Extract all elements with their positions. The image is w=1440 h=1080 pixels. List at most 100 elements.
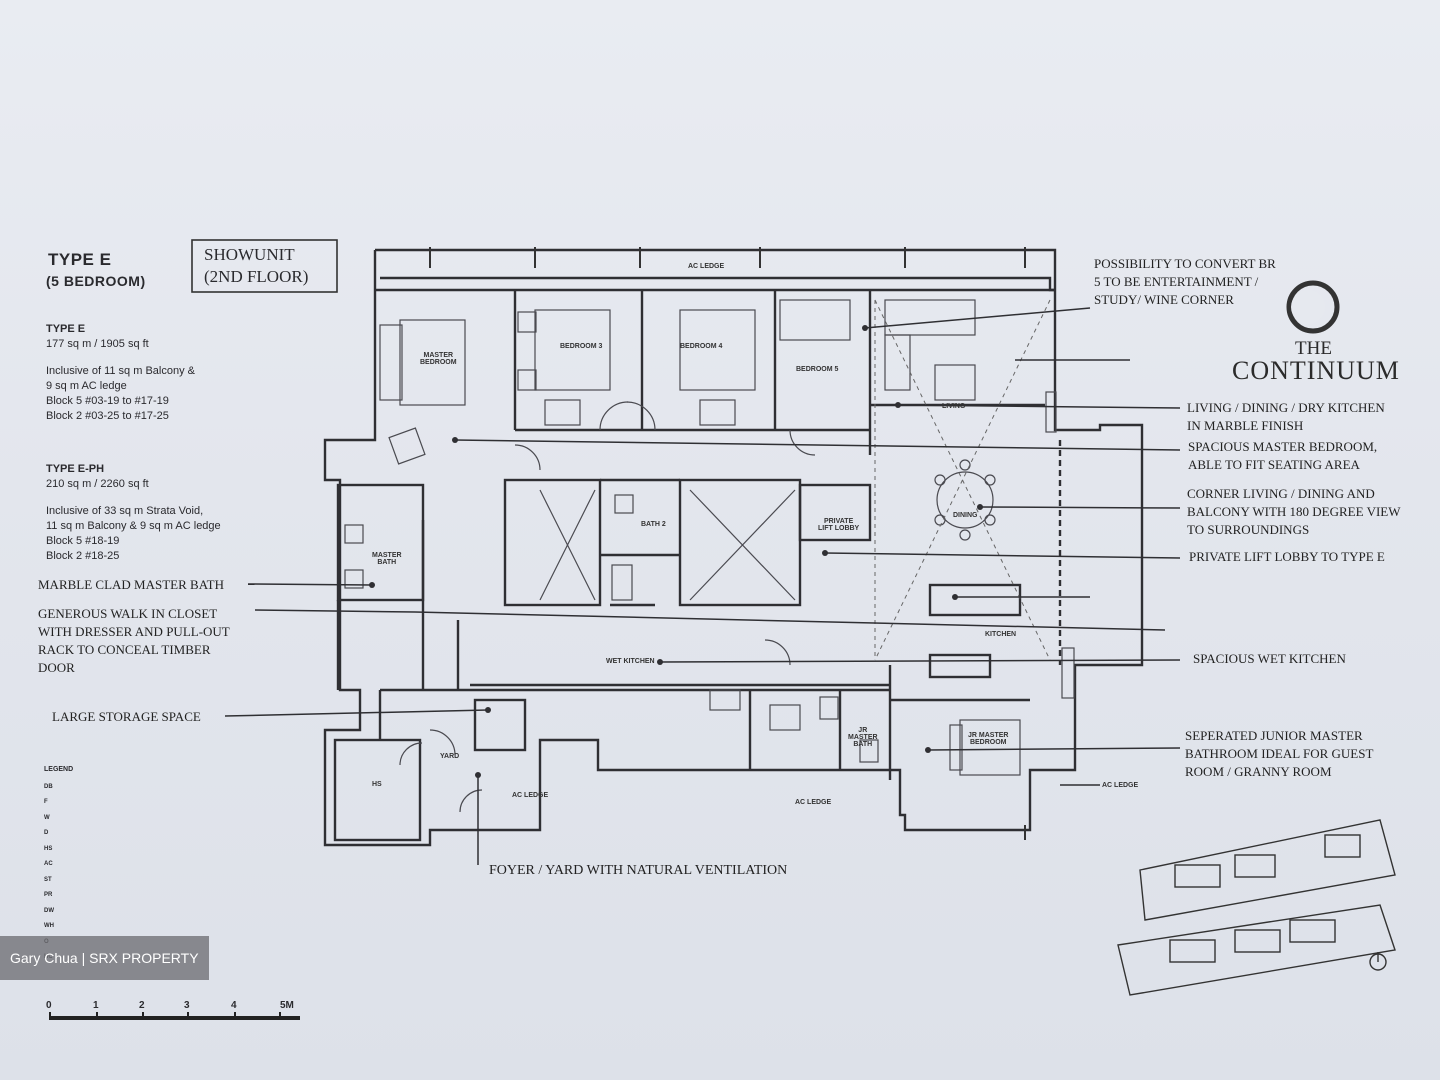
label-master-bath: MASTER BATH (372, 552, 402, 566)
legend-code: F (44, 799, 48, 806)
label-line: JR MASTER (968, 732, 1009, 739)
label-private-lift: PRIVATE LIFT LOBBY (818, 518, 859, 532)
legend-row: F (44, 795, 164, 811)
brand-name: CONTINUUM (1232, 356, 1400, 385)
spec-type-eph-area: 210 sq m / 2260 sq ft (46, 478, 149, 490)
legend-code: D (44, 830, 49, 837)
label-master-bedroom: MASTER BEDROOM (420, 352, 457, 366)
callout-line: BATHROOM IDEAL FOR GUEST (1185, 746, 1374, 761)
callout-line: 5 TO BE ENTERTAINMENT / (1094, 274, 1259, 289)
label-line: BEDROOM (420, 359, 457, 366)
strata-void-lines (874, 299, 1051, 661)
label-ac-ledge-right: AC LEDGE (1102, 782, 1139, 789)
legend-code: HS (44, 845, 53, 852)
callout-line: DOOR (38, 660, 75, 675)
label-kitchen: KITCHEN (985, 631, 1017, 638)
scale-tick: 5M (280, 1000, 294, 1011)
label-bedroom5: BEDROOM 5 (796, 366, 839, 373)
showunit-box (191, 239, 338, 293)
label-line: PRIVATE (823, 518, 854, 525)
watermark-badge: Gary Chua | SRX PROPERTY (0, 936, 209, 980)
spec-type-e-line: Block 5 #03-19 to #17-19 (46, 395, 169, 407)
callout-line: RACK TO CONCEAL TIMBER (38, 642, 211, 657)
label-hs: HS (372, 781, 382, 788)
spec-type-eph-line: 11 sq m Balcony & 9 sq m AC ledge (46, 520, 221, 532)
callout-line: BALCONY WITH 180 DEGREE VIEW (1187, 504, 1401, 519)
spec-type-eph-line: Block 2 #18-25 (46, 550, 120, 562)
callout-wet-kitchen: SPACIOUS WET KITCHEN (1193, 651, 1346, 666)
ac-ledge-ticks (429, 247, 1026, 840)
spec-type-e-title: TYPE E (46, 323, 86, 335)
label-line: MASTER (372, 552, 402, 559)
label-ac-ledge-bottom: AC LEDGE (512, 792, 549, 799)
label-line: JR (858, 727, 868, 734)
legend-row: AC (44, 857, 164, 873)
showunit-line2: (2ND FLOOR) (204, 267, 309, 286)
callout-line: IN MARBLE FINISH (1187, 418, 1304, 433)
leader-lines (224, 307, 1181, 865)
callout-private-lift: PRIVATE LIFT LOBBY TO TYPE E (1189, 549, 1385, 564)
spec-type-e-line: Block 2 #03-25 to #17-25 (46, 410, 169, 422)
brand-the: THE (1295, 338, 1332, 359)
label-bedroom4: BEDROOM 4 (680, 343, 723, 350)
outer-walls (323, 248, 1144, 847)
callout-line: LIVING / DINING / DRY KITCHEN (1187, 400, 1385, 415)
scale-tick: 3 (184, 1000, 190, 1011)
spec-type-e-line: 9 sq m AC ledge (46, 380, 127, 392)
callout-possibility: POSSIBILITY TO CONVERT BR 5 TO BE ENTERT… (1094, 255, 1276, 309)
callout-junior-master: SEPERATED JUNIOR MASTER BATHROOM IDEAL F… (1185, 727, 1373, 781)
scale-tick: 1 (93, 1000, 99, 1011)
legend-row: HS (44, 841, 164, 857)
callout-storage: LARGE STORAGE SPACE (52, 709, 201, 724)
leader-dots (369, 325, 983, 778)
legend-row: W (44, 810, 164, 826)
label-living: LIVING (942, 403, 966, 410)
callout-living: LIVING / DINING / DRY KITCHEN IN MARBLE … (1187, 399, 1385, 435)
site-keyplan (1117, 819, 1396, 996)
spec-type-eph-line: Block 5 #18-19 (46, 535, 120, 547)
label-jr-bedroom: JR MASTER BEDROOM (968, 732, 1008, 746)
label-wet-kitchen: WET KITCHEN (606, 658, 655, 665)
callout-line: WITH DRESSER AND PULL-OUT (38, 624, 230, 639)
callout-master-bath: MARBLE CLAD MASTER BATH (38, 577, 224, 592)
spec-type-e-line: Inclusive of 11 sq m Balcony & (46, 365, 195, 377)
label-line: BATH (853, 741, 873, 748)
label-ac-ledge-mid: AC LEDGE (795, 799, 832, 806)
label-line: MASTER (848, 734, 878, 741)
spec-type-e-area: 177 sq m / 1905 sq ft (46, 338, 149, 350)
label-line: BATH (377, 559, 397, 566)
callout-walk-in-closet: GENEROUS WALK IN CLOSET WITH DRESSER AND… (38, 605, 230, 677)
plan-type-title: TYPE E (48, 250, 112, 269)
label-line: LIFT LOBBY (818, 525, 860, 532)
legend-code: AC (44, 861, 53, 868)
callout-line: SPACIOUS MASTER BEDROOM, (1188, 439, 1378, 454)
label-jr-bath: JR MASTER BATH (848, 727, 878, 748)
callout-line: CORNER LIVING / DINING AND (1187, 486, 1375, 501)
callout-corner-living: CORNER LIVING / DINING AND BALCONY WITH … (1187, 485, 1401, 539)
callout-line: TO SURROUNDINGS (1187, 522, 1310, 537)
label-line: BEDROOM (969, 739, 1007, 746)
legend-code: W (44, 814, 50, 821)
callout-line: ABLE TO FIT SEATING AREA (1188, 457, 1360, 472)
label-bedroom3: BEDROOM 3 (560, 343, 603, 350)
legend-code: WH (44, 923, 54, 930)
scale-tick: 4 (231, 1000, 237, 1011)
label-yard: YARD (440, 753, 460, 760)
callout-line: POSSIBILITY TO CONVERT BR (1094, 256, 1276, 271)
callout-line: SEPERATED JUNIOR MASTER (1185, 728, 1363, 743)
legend-title: LEGEND (44, 766, 74, 773)
spec-type-eph: TYPE E-PH 210 sq m / 2260 sq ft Inclusiv… (46, 462, 306, 564)
callout-master-bedroom: SPACIOUS MASTER BEDROOM, ABLE TO FIT SEA… (1188, 438, 1377, 474)
legend-row: PR (44, 888, 164, 904)
scale-tick: 2 (139, 1000, 145, 1011)
spec-type-eph-title: TYPE E-PH (46, 463, 105, 475)
callout-foyer-yard: FOYER / YARD WITH NATURAL VENTILATION (489, 863, 788, 878)
legend-code: DW (44, 907, 54, 914)
legend-code: PR (44, 892, 53, 899)
scale-tick: 0 (46, 1000, 52, 1011)
legend-row: WH (44, 919, 164, 935)
label-dining: DINING (953, 512, 978, 519)
legend-row: ST (44, 872, 164, 888)
legend-code: DB (44, 783, 53, 790)
